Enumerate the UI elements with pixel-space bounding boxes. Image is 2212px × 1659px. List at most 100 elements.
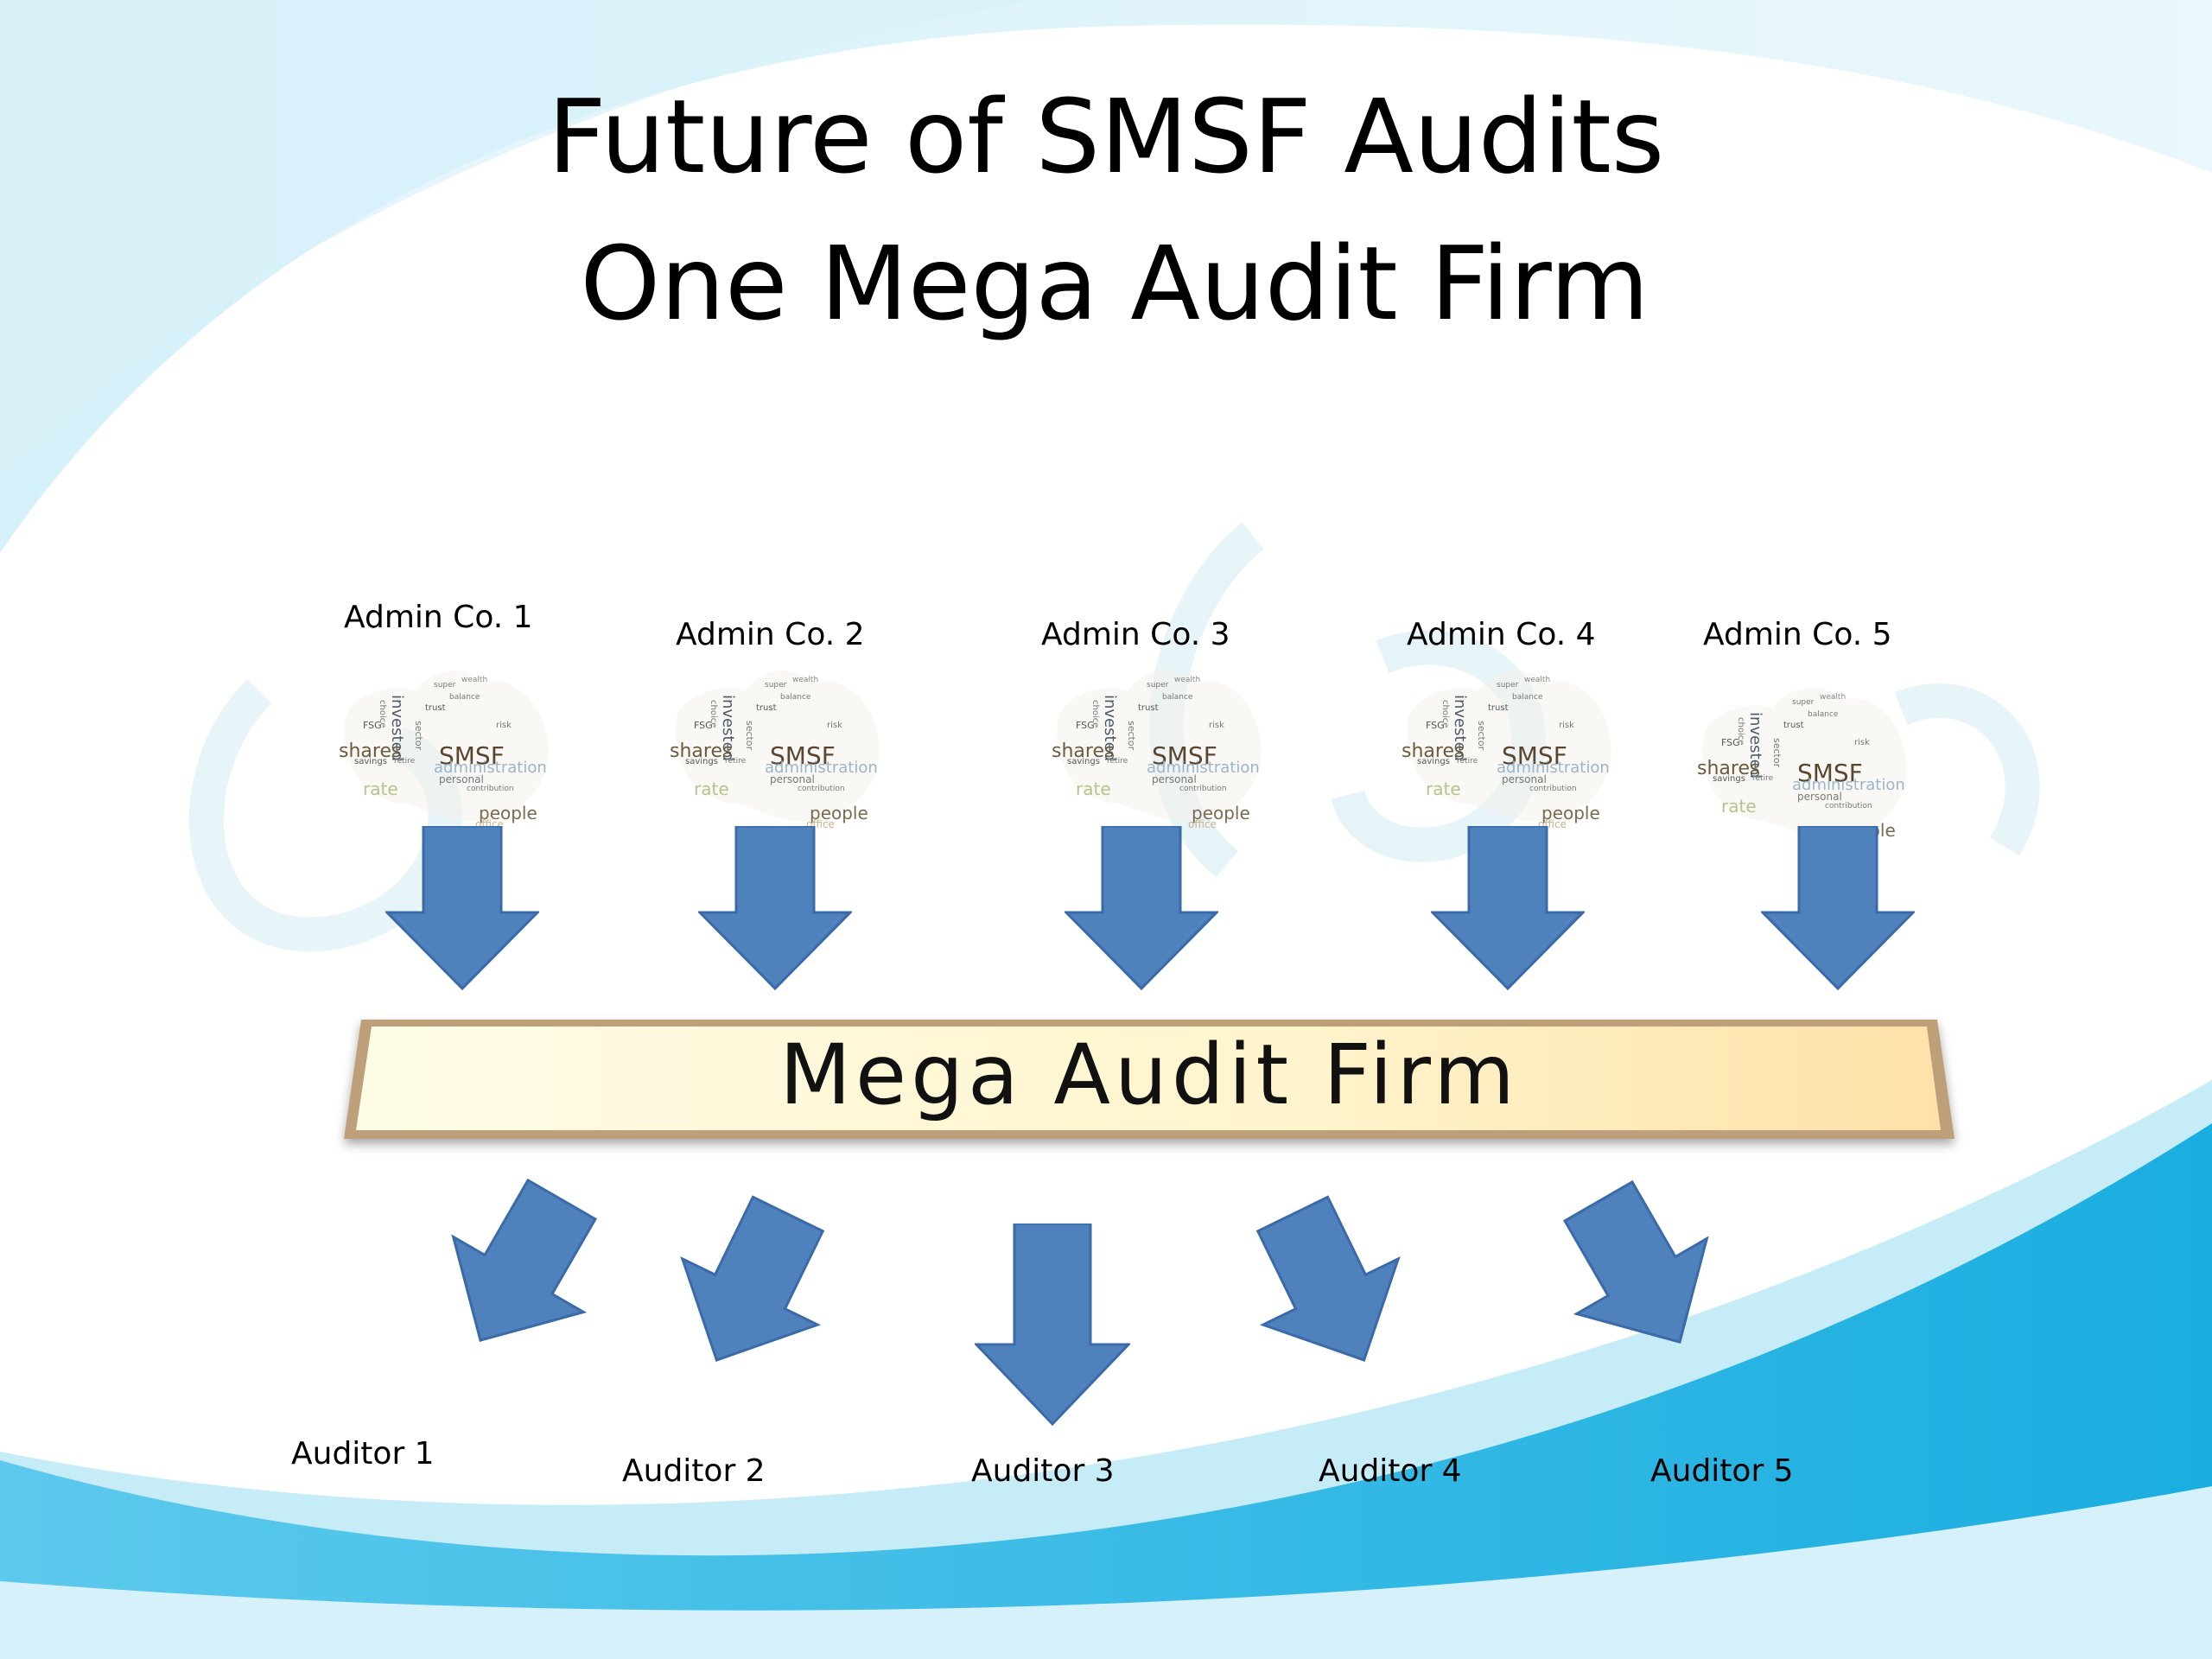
- word-cloud-word: sector: [1126, 721, 1137, 751]
- word-cloud-word: balance: [1808, 710, 1839, 719]
- word-cloud-word: contribution: [798, 785, 845, 793]
- word-cloud-word: trust: [756, 703, 777, 713]
- word-cloud-word: super: [765, 681, 787, 690]
- word-cloud-word: super: [1497, 681, 1519, 690]
- word-cloud-word: choice: [1736, 717, 1745, 745]
- word-cloud-word: retire: [725, 757, 747, 766]
- arrow-admin-3-to-hub: [1065, 826, 1218, 990]
- word-cloud-word: wealth: [1174, 676, 1200, 684]
- word-cloud-word: personal: [1502, 773, 1547, 785]
- auditor-label-4: Auditor 4: [1319, 1453, 1462, 1489]
- word-cloud-word: risk: [1209, 721, 1224, 730]
- word-cloud-word: invested: [1451, 695, 1469, 761]
- word-cloud-word: retire: [1752, 774, 1774, 783]
- word-cloud-word: choice: [1090, 700, 1100, 728]
- auditor-label-5: Auditor 5: [1650, 1453, 1794, 1489]
- word-cloud-word: invested: [1746, 712, 1764, 779]
- word-cloud-word: retire: [1107, 757, 1128, 766]
- banner-shape: [344, 1020, 1955, 1139]
- word-cloud-word: administration: [1497, 759, 1610, 777]
- arrow-admin-2-to-hub: [698, 826, 852, 990]
- word-cloud-word: personal: [439, 773, 484, 785]
- word-cloud-word: sector: [1771, 738, 1783, 768]
- word-cloud-word: choice: [709, 700, 718, 728]
- arrow-hub-to-auditor-5: [1562, 1179, 1709, 1344]
- word-cloud-word: savings: [685, 757, 718, 766]
- auditor-label-2: Auditor 2: [622, 1453, 766, 1489]
- word-cloud-word: super: [434, 681, 456, 690]
- word-cloud-word: risk: [827, 721, 842, 730]
- word-cloud-word: FSG: [363, 720, 382, 731]
- admin-label-4: Admin Co. 4: [1407, 617, 1596, 652]
- word-cloud-word: rate: [1426, 779, 1461, 799]
- word-cloud-word: SMSF: [1797, 759, 1863, 787]
- word-cloud-word: SMSF: [1152, 741, 1217, 770]
- word-cloud-word: administration: [1147, 759, 1260, 777]
- word-cloud-word: people: [1192, 803, 1250, 823]
- auditor-label-1: Auditor 1: [291, 1436, 435, 1471]
- word-cloud-word: SMSF: [770, 741, 836, 770]
- word-cloud-word: FSG: [1426, 720, 1445, 731]
- arrow-admin-4-to-hub: [1431, 826, 1585, 990]
- word-cloud-word: people: [479, 803, 537, 823]
- word-cloud-word: wealth: [1524, 676, 1550, 684]
- word-cloud-word: trust: [1488, 703, 1509, 713]
- word-cloud-word: trust: [1783, 721, 1804, 730]
- word-cloud-word: super: [1792, 698, 1815, 707]
- word-cloud-word: invested: [719, 695, 737, 761]
- word-cloud-word: trust: [1138, 703, 1159, 713]
- bottom-wave-pale: [0, 1486, 2212, 1659]
- word-cloud-word: SMSF: [439, 741, 505, 770]
- arrow-hub-to-auditor-1: [451, 1178, 598, 1343]
- word-cloud-word: savings: [354, 757, 387, 766]
- word-cloud-word: rate: [1076, 779, 1111, 799]
- word-cloud-word: choice: [1440, 700, 1450, 728]
- word-cloud-word: personal: [770, 773, 815, 785]
- word-cloud-word: administration: [434, 759, 547, 777]
- word-cloud-word: rate: [1721, 796, 1757, 817]
- slide-title-line-2: One Mega Audit Firm: [580, 224, 1649, 343]
- word-cloud-word: invested: [388, 695, 406, 761]
- word-cloud-word: retire: [394, 757, 416, 766]
- word-cloud-word: personal: [1152, 773, 1197, 785]
- word-cloud-word: FSG: [694, 720, 713, 731]
- word-cloud-word: wealth: [1820, 693, 1846, 702]
- mega-audit-firm-banner: Mega Audit Firm: [337, 1009, 1961, 1147]
- word-cloud-word: shares: [670, 741, 732, 762]
- word-cloud-word: shares: [1052, 741, 1114, 762]
- word-cloud-word: wealth: [792, 676, 818, 684]
- word-cloud-word: shares: [1697, 758, 1759, 779]
- word-cloud-word: people: [810, 803, 868, 823]
- word-cloud-word: savings: [1713, 774, 1745, 784]
- word-cloud-word: risk: [1854, 738, 1870, 747]
- word-cloud-word: contribution: [467, 785, 514, 793]
- admin-label-2: Admin Co. 2: [676, 617, 865, 652]
- word-cloud-word: SMSF: [1502, 741, 1567, 770]
- word-cloud-word: invested: [1101, 695, 1119, 761]
- word-cloud-word: sector: [744, 721, 755, 751]
- word-cloud-word: contribution: [1179, 785, 1227, 793]
- arrow-hub-to-auditor-2: [680, 1195, 825, 1363]
- word-cloud-word: FSG: [1721, 737, 1740, 748]
- word-cloud-word: FSG: [1076, 720, 1095, 731]
- word-cloud-word: sector: [1476, 721, 1487, 751]
- word-cloud-word: balance: [1162, 693, 1193, 702]
- word-cloud-word: savings: [1417, 757, 1450, 766]
- top-wave-highlight: [0, 0, 1037, 484]
- word-cloud-word: savings: [1067, 757, 1100, 766]
- slide-title-line-1: Future of SMSF Audits: [547, 77, 1665, 196]
- word-cloud-word: trust: [425, 703, 446, 713]
- arrow-hub-to-auditor-4: [1255, 1195, 1401, 1363]
- word-cloud-word: office: [1188, 818, 1217, 830]
- admin-label-1: Admin Co. 1: [344, 600, 533, 635]
- word-cloud-word: balance: [780, 693, 811, 702]
- word-cloud-word: contribution: [1825, 802, 1872, 810]
- word-cloud-word: rate: [363, 779, 398, 799]
- admin-label-5: Admin Co. 5: [1703, 617, 1892, 652]
- word-cloud-word: wealth: [461, 676, 487, 684]
- hub-label: Mega Audit Firm: [779, 1027, 1519, 1123]
